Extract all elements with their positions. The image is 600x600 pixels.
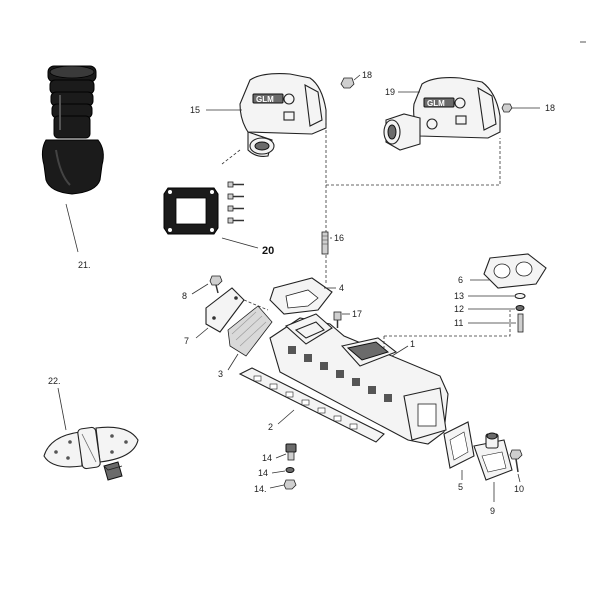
leader-14b	[271, 470, 286, 474]
guide-7	[243, 299, 269, 311]
callout-14a: 14	[262, 453, 272, 463]
part-6-gasket	[483, 253, 547, 289]
leader-21	[65, 203, 79, 253]
leader-2	[277, 409, 295, 425]
callout-14c: 14.	[254, 484, 267, 494]
part-17-plug	[333, 311, 342, 328]
leader-7	[195, 327, 209, 339]
callout-13: 13	[454, 291, 464, 301]
part-10-bolt	[509, 449, 523, 473]
part-4-gasket	[269, 277, 333, 315]
part-14-washer-b	[285, 467, 295, 473]
part-1-exhaust-manifold	[269, 313, 449, 445]
logo-glm-15: GLM	[256, 95, 274, 104]
callout-8: 8	[182, 291, 187, 301]
callout-18b: 18	[545, 103, 555, 113]
callout-20: 20	[262, 245, 274, 257]
part-2-manifold-gasket	[238, 367, 385, 443]
leader-14a	[275, 453, 287, 459]
leader-3	[227, 353, 239, 371]
guide-riser	[384, 310, 511, 337]
part-8-bolt	[209, 275, 223, 294]
callout-11: 11	[454, 318, 463, 328]
leader-22	[57, 387, 67, 431]
callout-21: 21.	[78, 260, 91, 270]
callout-15: 15	[190, 105, 200, 115]
part-22-hinge	[43, 426, 139, 470]
leader-14c	[269, 484, 285, 489]
callout-19: 19	[385, 87, 395, 97]
part-16-stud	[321, 231, 329, 255]
leader-1	[391, 345, 409, 357]
part-5-end-gasket	[443, 421, 475, 469]
callout-10: 10	[514, 484, 524, 494]
part-7-cover-plate	[205, 287, 245, 333]
guide-elbows	[325, 120, 501, 186]
manifold-ports	[288, 346, 392, 402]
callout-9: 9	[490, 506, 495, 516]
leader-20	[221, 237, 259, 249]
part-11-stud	[517, 313, 524, 333]
part-18-nut-right	[501, 103, 513, 113]
part-12-washer	[515, 305, 525, 311]
guide-15-to-20	[221, 149, 241, 165]
callout-16: 16	[334, 233, 344, 243]
part-13-washer	[514, 292, 526, 300]
part-3-gasket	[227, 305, 273, 357]
callout-6: 6	[458, 275, 463, 285]
part-15-exhaust-elbow: GLM	[239, 73, 327, 157]
leader-8	[191, 283, 209, 295]
part-20-bolts	[227, 181, 244, 224]
logo-glm-19: GLM	[427, 99, 445, 108]
part-14-fitting-a	[285, 443, 297, 461]
part-9-end-cover	[473, 432, 513, 481]
callout-17: 17	[352, 309, 362, 319]
part-20-gasket-kit	[163, 181, 244, 235]
callout-22: 22.	[48, 376, 61, 386]
part-18-nut-left	[340, 77, 355, 89]
callout-3: 3	[218, 369, 223, 379]
callout-1: 1	[410, 339, 415, 349]
part-19-exhaust-elbow: GLM	[383, 77, 501, 151]
leader-10	[517, 473, 521, 483]
callout-18a: 18	[362, 70, 372, 80]
callout-14b: 14	[258, 468, 268, 478]
callout-12: 12	[454, 304, 464, 314]
callout-7: 7	[184, 336, 189, 346]
part-22-block	[103, 461, 123, 481]
part-21-rubber-sleeve	[41, 65, 104, 195]
leader-18a	[353, 74, 361, 81]
callout-4: 4	[339, 283, 344, 293]
part-14-plug-c	[283, 479, 297, 490]
callout-5: 5	[458, 482, 463, 492]
callout-2: 2	[268, 422, 273, 432]
